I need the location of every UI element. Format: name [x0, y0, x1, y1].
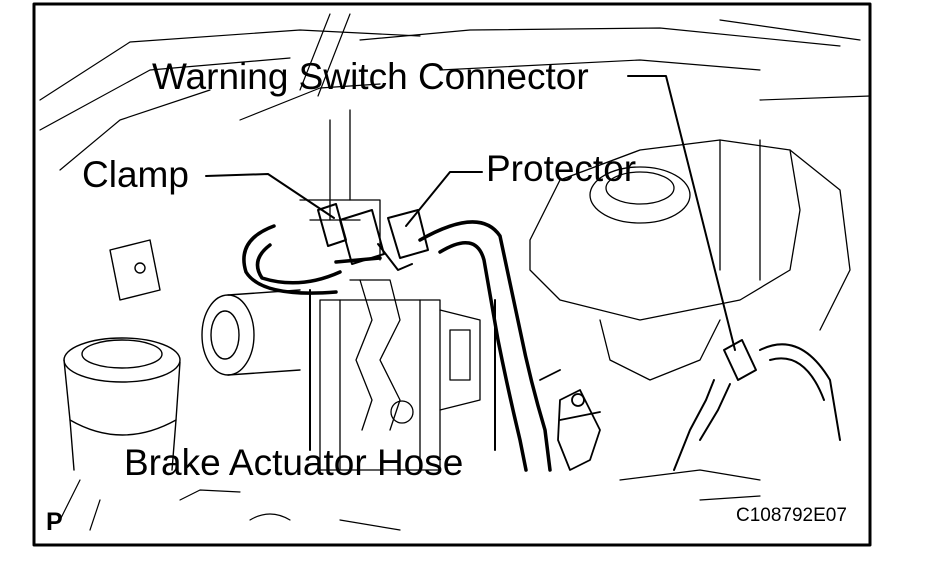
clamp-and-protector	[317, 203, 429, 271]
brake-actuator-block	[299, 109, 481, 471]
figure-code: C108792E07	[736, 505, 847, 526]
reservoir-tank	[529, 139, 851, 381]
lower-connector	[539, 369, 601, 471]
warning-switch-connector-label: Warning Switch Connector	[152, 56, 589, 97]
brake-actuator-hose-label: Brake Actuator Hose	[124, 442, 464, 483]
left-reservoir	[63, 337, 181, 471]
brake-actuator-hose	[242, 220, 552, 472]
leader-lines	[205, 75, 736, 451]
leader-warning	[627, 75, 736, 351]
left-cylinder	[109, 239, 301, 376]
figure-frame	[32, 2, 872, 547]
corner-letter: P	[46, 508, 63, 536]
lower-engine-lines	[59, 469, 761, 531]
hood-background-lines	[39, 13, 871, 171]
protector-label: Protector	[486, 148, 637, 189]
leader-protector	[405, 171, 483, 227]
clamp-label: Clamp	[82, 154, 189, 195]
leader-clamp	[205, 173, 335, 219]
warning-switch-connector-part	[673, 339, 841, 471]
